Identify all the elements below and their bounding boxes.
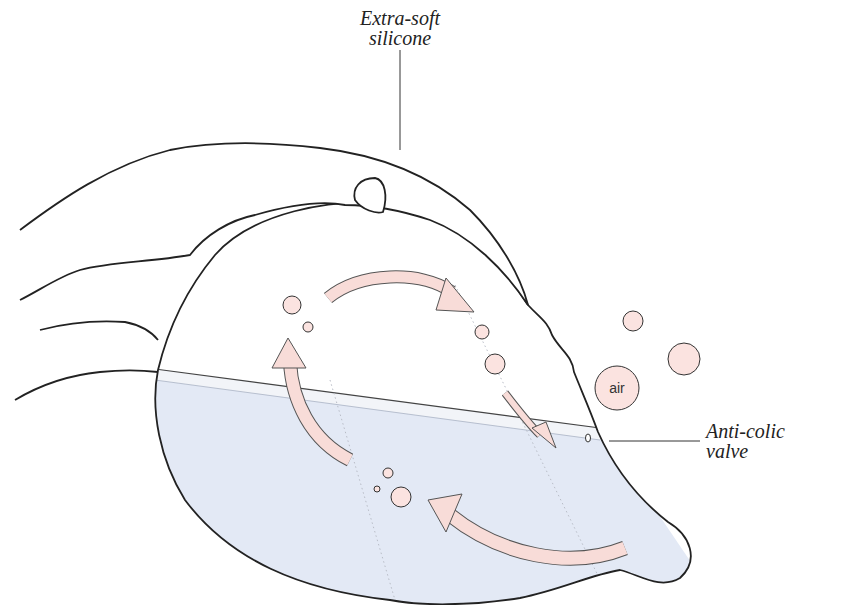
bottle-outline: [155, 202, 690, 604]
bubble-label: air: [609, 380, 625, 396]
valve-hole: [586, 434, 591, 442]
milk-liquid: [140, 285, 720, 605]
leader-line: [400, 50, 401, 150]
leader-line: [609, 441, 700, 442]
hand: [15, 143, 528, 400]
air-bubble: air: [594, 365, 640, 411]
bubble-circle: [595, 366, 639, 410]
air-bubbles: [283, 296, 700, 507]
part-label: Anti-colic valve: [706, 421, 816, 461]
air-flow-arrows: [272, 277, 625, 558]
part-label: Extra-soft silicone: [350, 8, 450, 48]
